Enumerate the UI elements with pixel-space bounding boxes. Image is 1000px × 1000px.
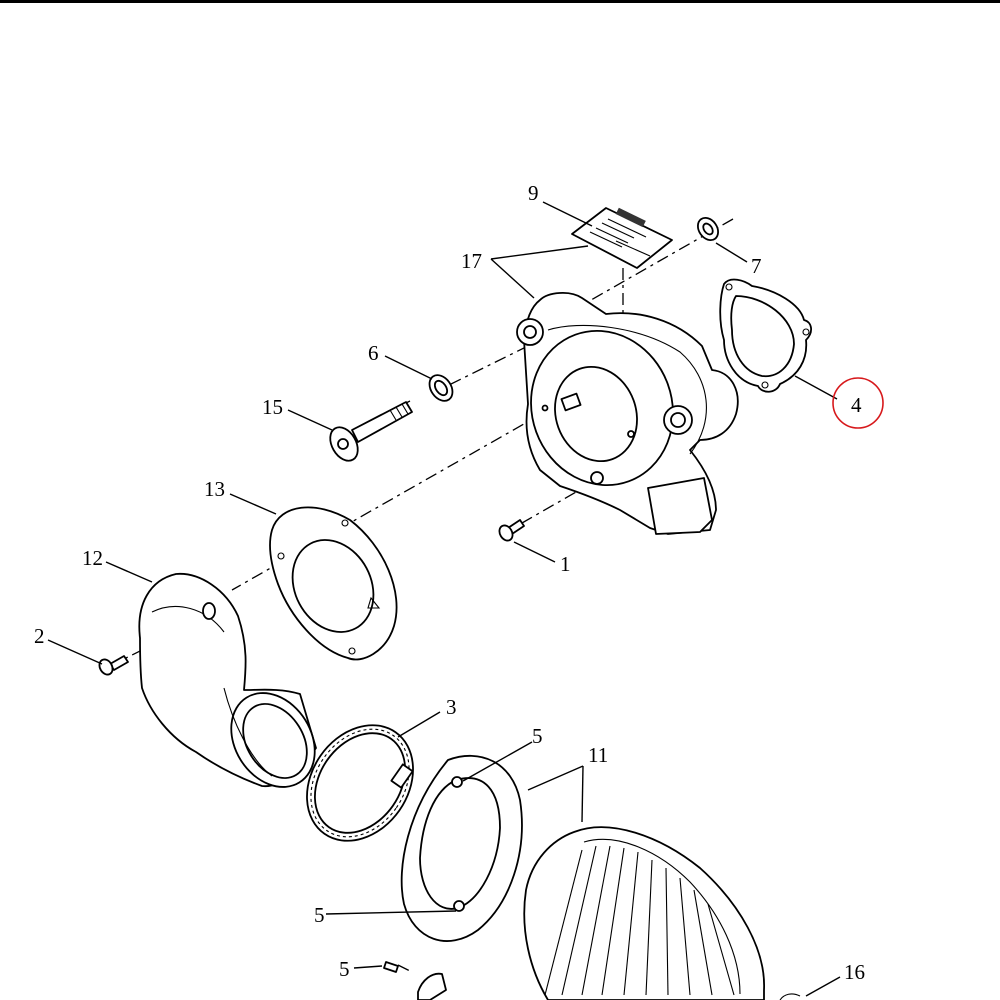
callout-6: 6 [368, 341, 379, 365]
elbow-screw [98, 655, 129, 676]
warning-label [571, 207, 673, 269]
flange-gasket [269, 506, 398, 661]
o-ring-small [697, 216, 719, 242]
callout-9: 9 [528, 181, 539, 205]
callout-17: 16 [844, 960, 865, 984]
highlight-circle [832, 377, 884, 429]
callout-11: 11 [588, 743, 608, 767]
callout-3: 3 [446, 695, 457, 719]
callout-2: 2 [34, 624, 45, 648]
intake-elbow [138, 573, 317, 788]
callout-13: 13 [204, 477, 225, 501]
hose-clamp [306, 724, 414, 842]
air-filter-element [523, 826, 765, 1000]
callout-16: 17 [461, 249, 482, 273]
callout-15: 15 [262, 395, 283, 419]
screw [498, 519, 525, 542]
o-ring [428, 374, 454, 402]
callout-7: 7 [751, 254, 762, 278]
callout-5-middle: 5 [314, 903, 325, 927]
callout-1: 1 [560, 552, 571, 576]
breather-bolt [329, 401, 413, 462]
callout-5-lower: 5 [339, 957, 350, 981]
callout-12: 12 [82, 546, 103, 570]
small-screw [383, 961, 399, 973]
filter-backing-plate [400, 755, 523, 942]
top-bar [0, 0, 1000, 3]
gasket [719, 278, 812, 393]
backplate-housing [516, 292, 739, 535]
callout-4-highlighted: 4 [851, 393, 862, 417]
cover-bracket [417, 972, 801, 1000]
leader-lines [47, 201, 841, 997]
callout-5-upper: 5 [532, 724, 543, 748]
callout-labels: 9 17 7 6 15 1 13 12 2 3 5 11 5 5 16 4 [34, 181, 884, 984]
